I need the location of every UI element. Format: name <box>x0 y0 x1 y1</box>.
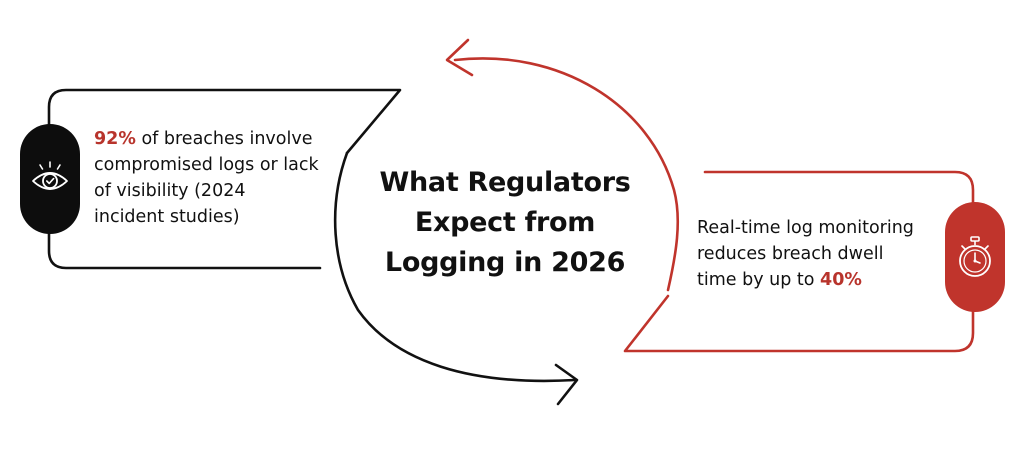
title-line-1: What Regulators <box>379 167 631 198</box>
stopwatch-icon <box>959 236 991 277</box>
right-stat-line-3: time by up to 40% <box>697 267 937 293</box>
upper-cycle-arc <box>453 57 680 292</box>
title-line-3: Logging in 2026 <box>384 247 626 278</box>
right-icon-badge <box>945 202 1005 312</box>
left-stat-text: 92% of breaches involve compromised logs… <box>94 126 354 230</box>
right-stat-line-1: Real-time log monitoring <box>697 218 914 238</box>
right-stat-line-2: reduces breach dwell <box>697 244 884 264</box>
right-stat-highlight: 40% <box>820 270 862 290</box>
left-stat-line-2: compromised logs or lack <box>94 155 319 175</box>
page-title: What Regulators Expect from Logging in 2… <box>340 163 670 283</box>
left-stat-line-4: incident studies) <box>94 207 240 227</box>
lower-arrowhead <box>554 363 579 406</box>
upper-arrowhead <box>445 38 474 77</box>
lower-cycle-arc <box>333 151 577 383</box>
right-stat-line-3-text: time by up to <box>697 270 821 290</box>
title-line-2: Expect from <box>414 207 596 238</box>
left-stat-line-3: of visibility (2024 <box>94 181 246 201</box>
left-callout-outline <box>47 88 402 270</box>
left-stat-line-1-text: of breaches involve <box>135 129 313 149</box>
left-stat-line-1: 92% of breaches involve <box>94 126 354 152</box>
right-callout-outline <box>623 170 975 353</box>
left-stat-highlight: 92% <box>94 129 136 149</box>
left-icon-badge <box>20 124 80 234</box>
right-stat-text: Real-time log monitoring reduces breach … <box>697 215 937 293</box>
eye-icon <box>32 161 68 190</box>
